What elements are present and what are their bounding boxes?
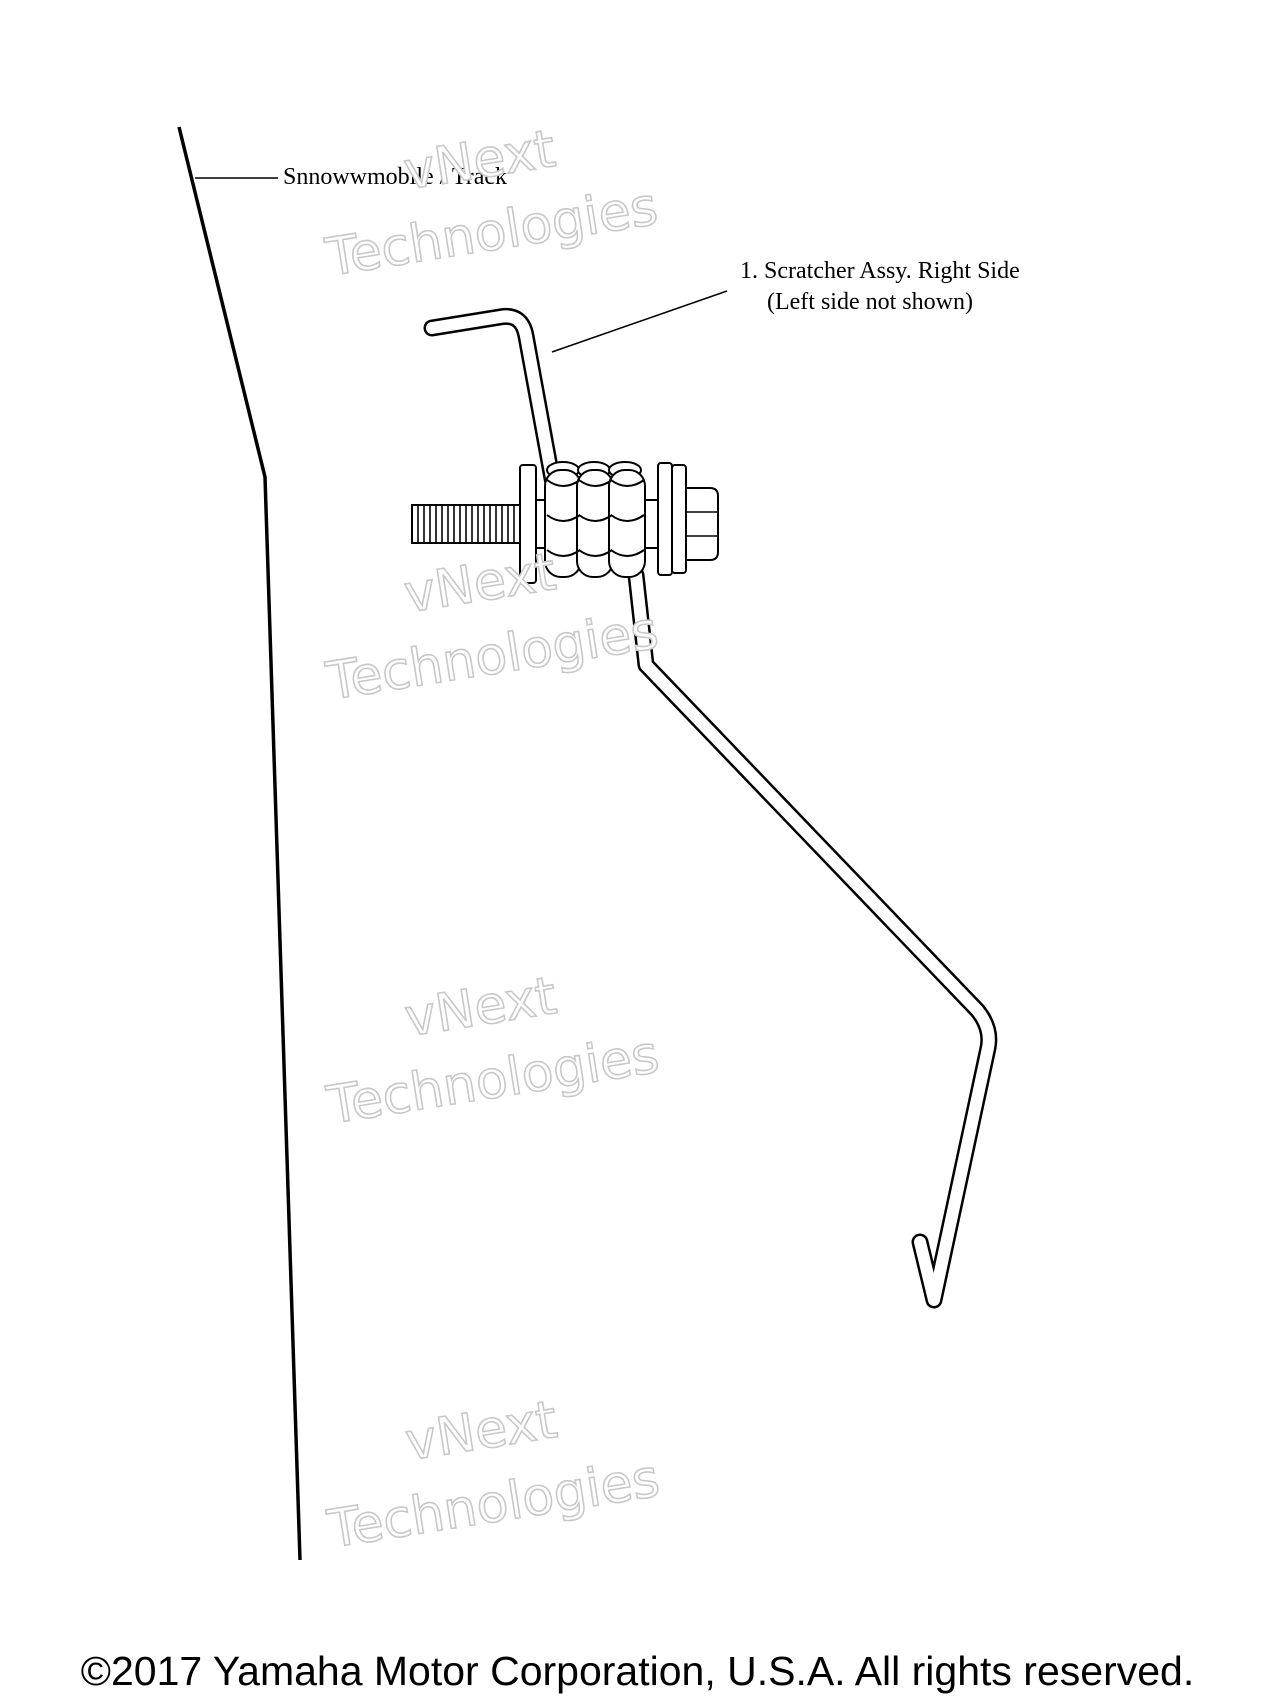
hex-nut	[685, 487, 719, 561]
copyright-notice: ©2017 Yamaha Motor Corporation, U.S.A. A…	[80, 1648, 1195, 1694]
part-label-line1: 1. Scratcher Assy. Right Side	[740, 258, 1020, 284]
watermark-4: vNext Technologies	[322, 1389, 664, 1561]
svg-text:Technologies: Technologies	[322, 601, 662, 713]
svg-text:Technologies: Technologies	[323, 1449, 663, 1561]
part-leader-line	[551, 290, 728, 353]
svg-text:Technologies: Technologies	[323, 1025, 663, 1137]
track-label: Snnowwmobile / Track	[283, 164, 507, 190]
svg-text:vNext: vNext	[400, 542, 559, 625]
right-washer-inner	[657, 462, 673, 576]
scratcher-assembly	[411, 307, 998, 1309]
torsion-spring	[544, 461, 646, 578]
track-outline	[177, 126, 302, 1561]
watermark-3: vNext Technologies	[322, 965, 664, 1137]
bolt-threads	[417, 505, 515, 543]
part-label-line2: (Left side not shown)	[767, 289, 973, 315]
svg-text:Technologies: Technologies	[321, 177, 661, 289]
svg-text:vNext: vNext	[402, 1390, 561, 1473]
left-washer	[519, 464, 537, 584]
right-washer-outer	[671, 464, 687, 574]
watermark-1: vNext Technologies	[321, 118, 663, 289]
scratcher-lower-arm	[627, 566, 998, 1309]
svg-text:vNext: vNext	[401, 966, 560, 1049]
svg-text:vNext: vNext	[400, 119, 559, 202]
